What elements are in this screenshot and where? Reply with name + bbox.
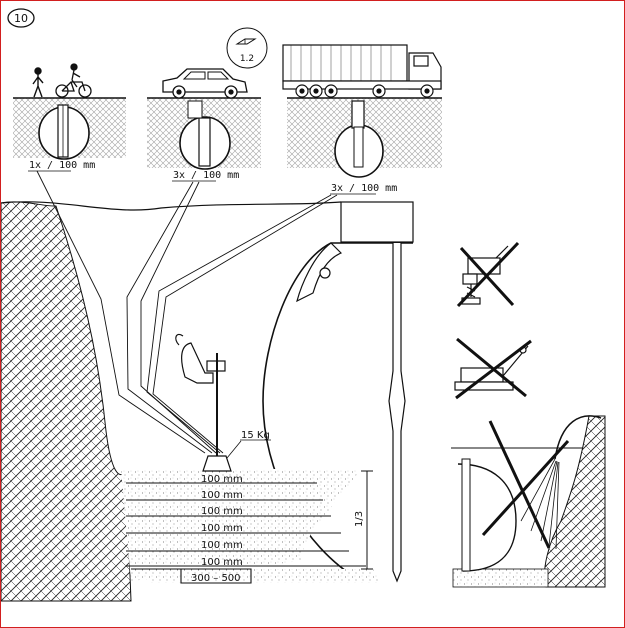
layer-label-1: 100 mm (201, 474, 243, 485)
load-case-truck: 3x / 100 mm (282, 44, 442, 195)
compaction-label-pedestrian: 1x / 100 mm (29, 160, 95, 171)
truck-icon (282, 44, 442, 98)
probe-rod (388, 243, 406, 583)
ground-surface (1, 201, 342, 211)
excavation-wall (1, 201, 132, 602)
step-number: 10 (14, 12, 28, 25)
hand-tamper-icon (175, 333, 232, 472)
car-icon (162, 68, 248, 99)
base-range-label: 300 – 500 (191, 573, 241, 584)
backfill-layers (121, 469, 381, 584)
depth-ratio-label: 1/3 (354, 511, 365, 527)
compaction-label-car: 3x / 100 mm (173, 170, 239, 181)
manual-reference-code: 1.2 (240, 54, 254, 64)
no-plate-compactor (454, 337, 532, 400)
pedestrian-icon (32, 67, 44, 98)
load-case-car: 3x / 100 mm (147, 68, 261, 182)
depth-dimension: 1/3 (354, 470, 373, 570)
tank-access-shaft (340, 201, 414, 243)
layer-label-5: 100 mm (201, 540, 243, 551)
tamper-weight-label: 15 Kg (241, 430, 270, 441)
layer-label-3: 100 mm (201, 506, 243, 517)
bicycle-icon (55, 63, 92, 98)
compaction-label-truck: 3x / 100 mm (331, 183, 397, 194)
load-case-pedestrian: 1x / 100 mm (13, 63, 126, 172)
no-water-flooding (451, 415, 606, 588)
layer-label-2: 100 mm (201, 490, 243, 501)
layer-label-4: 100 mm (201, 523, 243, 534)
step-number-badge: 10 (7, 8, 35, 28)
no-mechanical-rammer (456, 241, 520, 308)
excavation-cross-section: 100 mm 100 mm 100 mm 100 mm 100 mm 100 m… (1, 170, 414, 602)
manual-reference-icon: 1.2 (226, 27, 268, 69)
layer-label-6: 100 mm (201, 557, 243, 568)
leader-lines (36, 170, 338, 454)
